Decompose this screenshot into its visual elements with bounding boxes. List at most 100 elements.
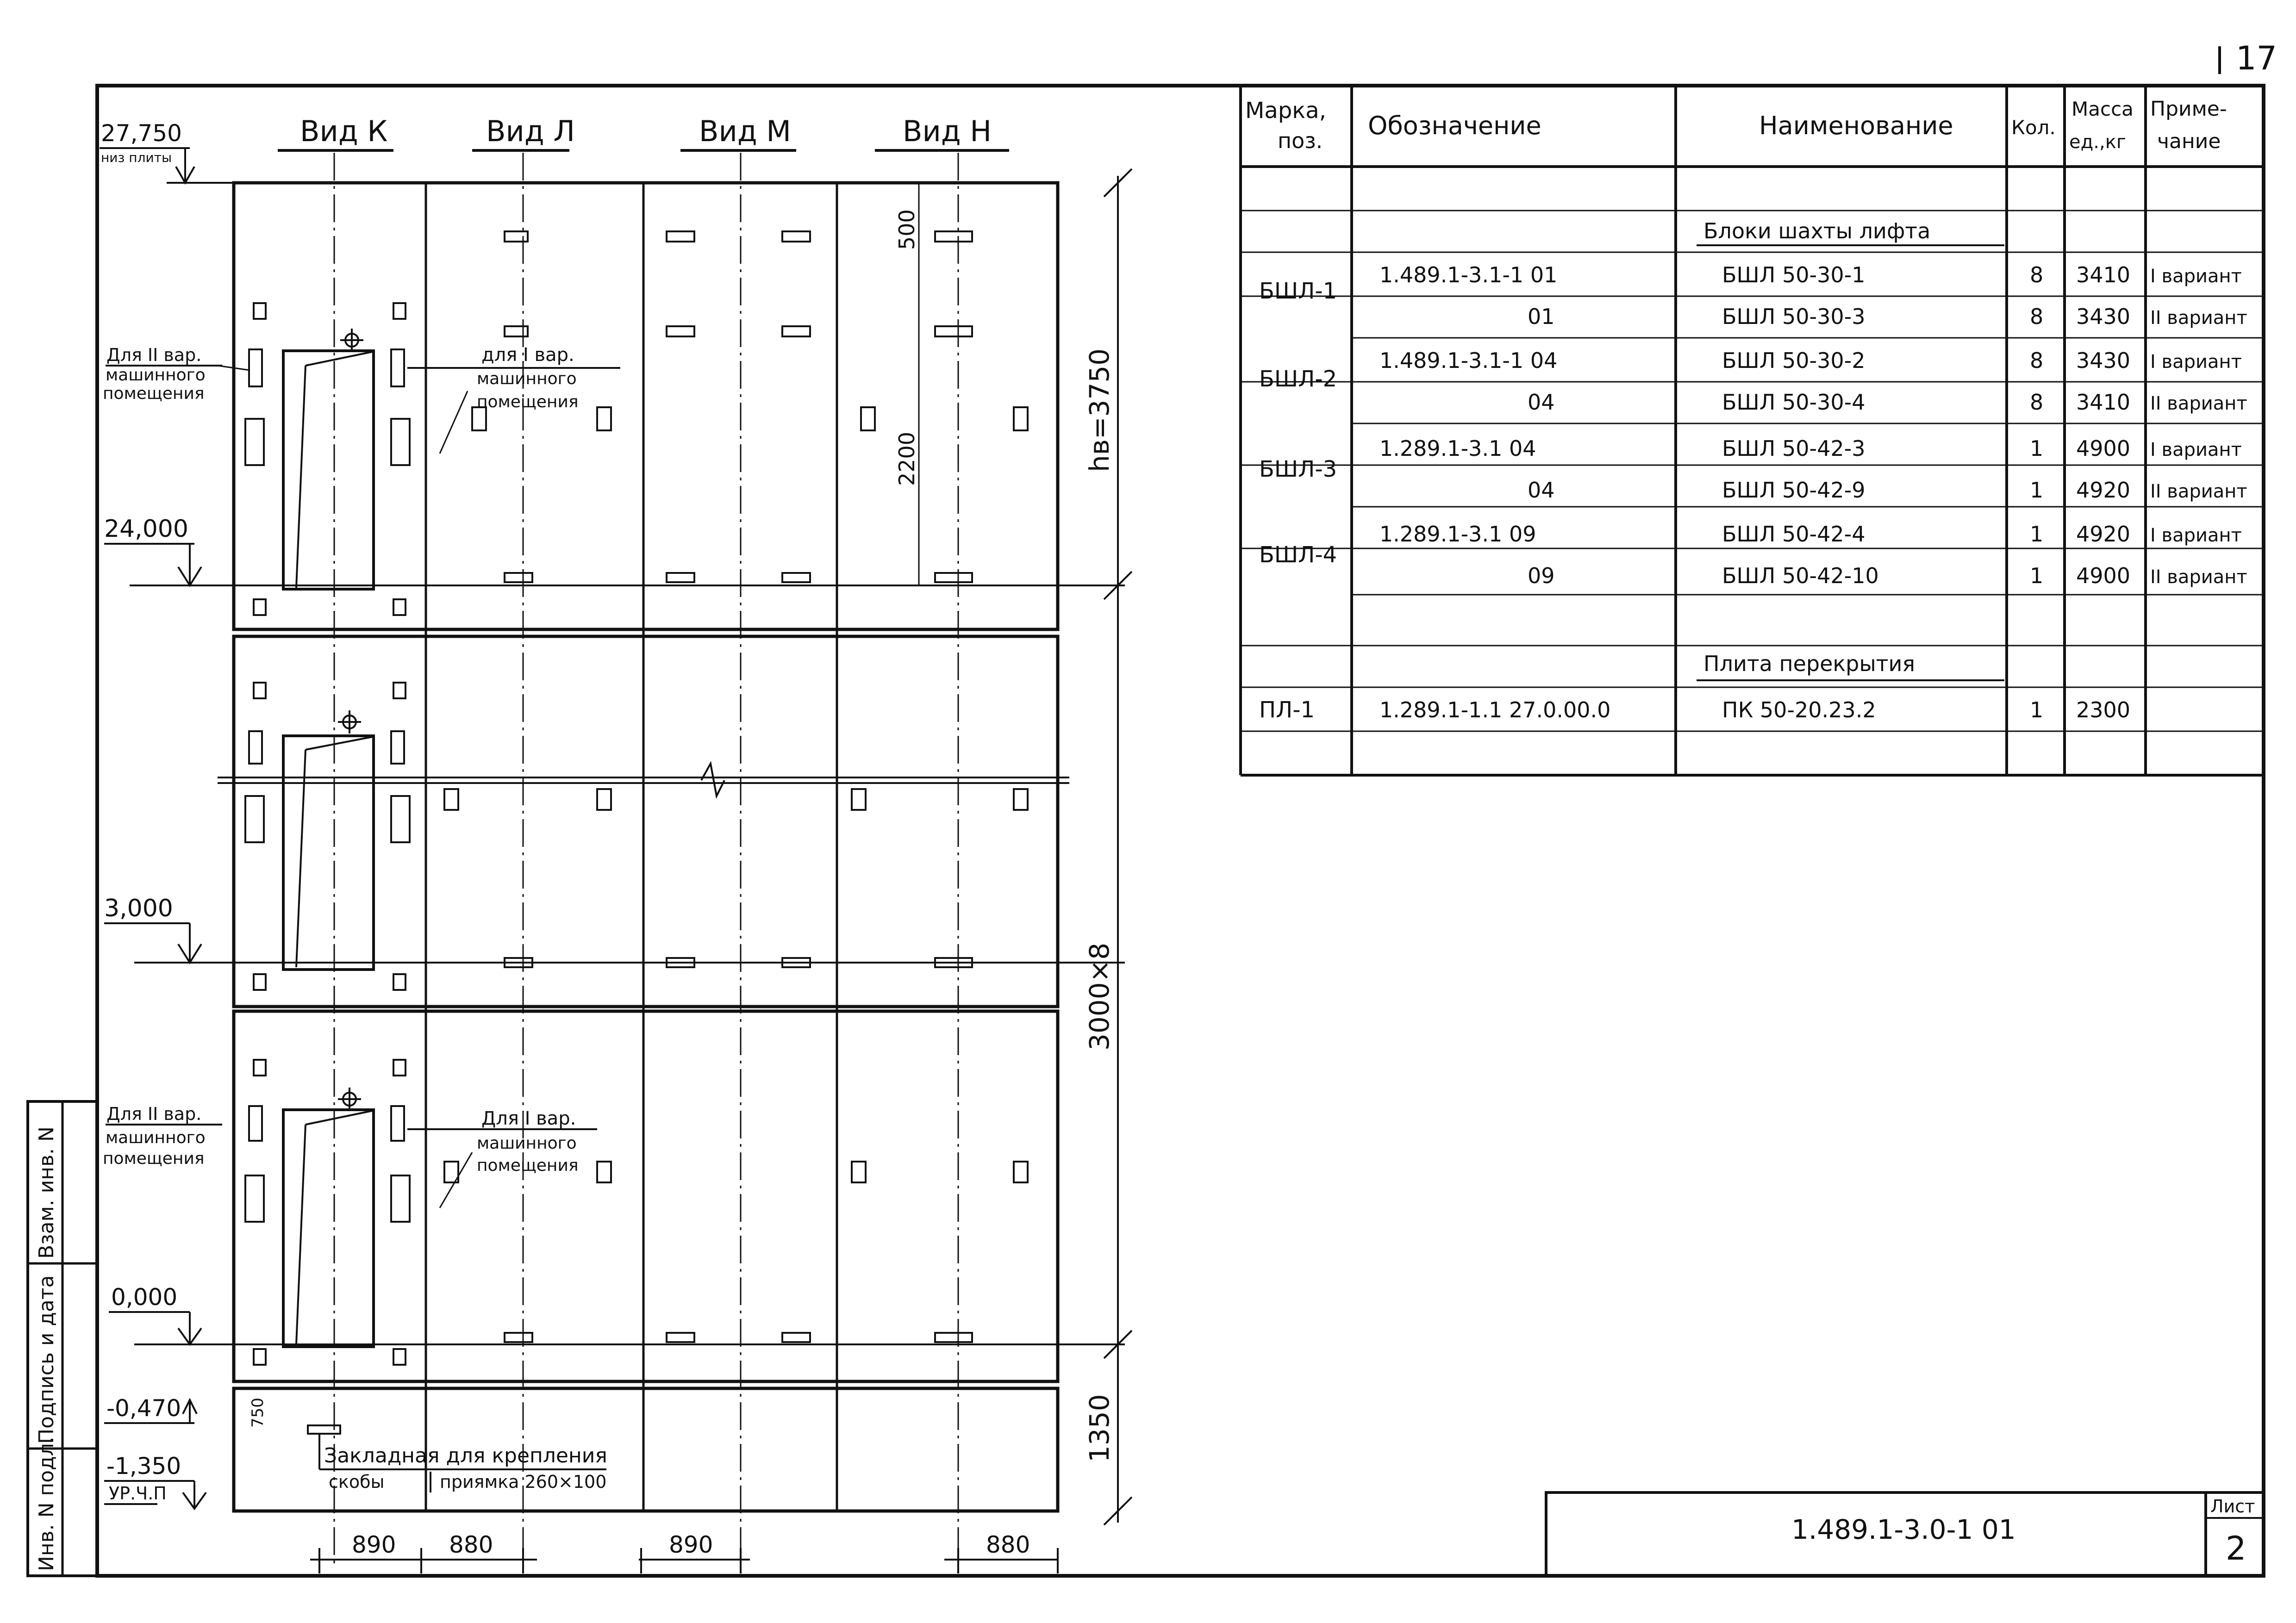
dim-floor-height: hв=3750 — [1084, 348, 1115, 472]
sheet-label: Лист — [2210, 1496, 2255, 1517]
svg-text:I вариант: I вариант — [2150, 266, 2242, 287]
dim-pit-height: 1350 — [1084, 1394, 1115, 1462]
svg-text:БШЛ 50-30-1: БШЛ 50-30-1 — [1722, 262, 1866, 287]
svg-text:БШЛ-3: БШЛ-3 — [1259, 456, 1337, 482]
svg-text:II вариант: II вариант — [2150, 481, 2247, 502]
svg-text:3410: 3410 — [2076, 262, 2130, 287]
svg-text:1: 1 — [2030, 697, 2043, 722]
svg-text:1: 1 — [2030, 478, 2043, 503]
svg-text:машинного: машинного — [477, 1134, 577, 1153]
table-row: БШЛ-1 1.489.1-3.1-1 01 БШЛ 50-30-1 8 341… — [1259, 262, 2242, 304]
header-qty: Кол. — [2011, 116, 2056, 139]
corner-number: 17 — [2236, 39, 2277, 77]
table-row: 09 БШЛ 50-42-10 1 4900 II вариант — [1528, 563, 2247, 588]
svg-text:II вариант: II вариант — [2150, 566, 2247, 588]
svg-text:низ плиты: низ плиты — [101, 150, 172, 165]
svg-text:3,000: 3,000 — [104, 895, 173, 922]
elevation-mark: 24,000 — [104, 515, 1125, 587]
dim-inner-height: 2200 — [894, 432, 919, 486]
table-row: БШЛ-2 1.489.1-3.1-1 04 БШЛ 50-30-2 8 343… — [1259, 348, 2242, 392]
svg-text:машинного: машинного — [477, 369, 577, 388]
annotation-var2-bottom: Для II вар. машинного помещения — [103, 1104, 222, 1168]
svg-text:машинного: машинного — [106, 1128, 206, 1147]
svg-text:помещения: помещения — [103, 384, 205, 403]
title-block: 1.489.1-3.0-1 01 Лист 2 — [1545, 1491, 2265, 1577]
table-row-slab: ПЛ-1 1.289.1-1.1 27.0.00.0 ПК 50-20.23.2… — [1259, 697, 2130, 723]
view-label-l: Вид Л — [486, 114, 575, 148]
header-note: Приме- — [2150, 97, 2227, 121]
svg-text:3430: 3430 — [2076, 348, 2130, 373]
header-mark-2: поз. — [1278, 128, 1323, 153]
vertical-dimension-chain: hв=3750 3000×8 1350 — [1084, 168, 1133, 1526]
svg-text:-1,350: -1,350 — [106, 1453, 181, 1480]
svg-text:БШЛ 50-42-3: БШЛ 50-42-3 — [1722, 436, 1866, 461]
annotation-var1-bottom: Для I вар. машинного помещения — [407, 1108, 597, 1208]
dim-repeat-height: 3000×8 — [1084, 943, 1115, 1051]
svg-text:8: 8 — [2030, 390, 2043, 415]
table-row: БШЛ-4 1.289.1-3.1 09 БШЛ 50-42-4 1 4920 … — [1259, 522, 2242, 568]
svg-text:БШЛ 50-30-3: БШЛ 50-30-3 — [1722, 304, 1866, 329]
svg-text:1: 1 — [2030, 436, 2043, 461]
svg-text:УР.Ч.П: УР.Ч.П — [109, 1483, 167, 1504]
section-slab-title: Плита перекрытия — [1703, 651, 1915, 676]
drawing-code: 1.489.1-3.0-1 01 — [1791, 1514, 2016, 1545]
svg-text:0,000: 0,000 — [111, 1284, 177, 1311]
svg-text:помещения: помещения — [103, 1149, 205, 1168]
svg-text:БШЛ-2: БШЛ-2 — [1259, 366, 1337, 392]
svg-text:1.289.1-3.1 04: 1.289.1-3.1 04 — [1379, 436, 1536, 461]
sheet-frame — [95, 84, 2265, 1578]
svg-text:880: 880 — [986, 1531, 1030, 1558]
svg-text:скобы: скобы — [329, 1472, 385, 1492]
svg-text:ПК 50-20.23.2: ПК 50-20.23.2 — [1722, 697, 1876, 722]
side-stamp: Инв. N подл. Подпись и дата Взам. инв. N — [26, 1100, 99, 1577]
svg-text:1.489.1-3.1-1 04: 1.489.1-3.1-1 04 — [1379, 348, 1557, 373]
stamp-sign-date: Подпись и дата — [35, 1275, 58, 1444]
svg-text:8: 8 — [2030, 304, 2043, 329]
svg-text:8: 8 — [2030, 262, 2043, 287]
svg-text:I вариант: I вариант — [2150, 439, 2242, 460]
elevation-mark: 0,000 — [109, 1284, 1125, 1346]
sheet-number: 2 — [2226, 1530, 2246, 1567]
door-opening — [282, 1108, 375, 1348]
svg-text:Для I вар.: Для I вар. — [481, 1108, 576, 1129]
svg-text:4920: 4920 — [2076, 478, 2130, 503]
svg-text:1: 1 — [2030, 522, 2043, 547]
annotation-var1-top: для I вар. машинного помещения — [407, 344, 620, 454]
svg-text:II вариант: II вариант — [2150, 393, 2247, 414]
table-row: 04 БШЛ 50-30-4 8 3410 II вариант — [1528, 390, 2247, 415]
elevation-mark: -0,470 — [104, 1395, 198, 1424]
svg-text:04: 04 — [1528, 390, 1555, 415]
elevation-mark: 3,000 — [104, 895, 1125, 964]
svg-text:01: 01 — [1528, 304, 1555, 329]
elevation-mark: -1,350 УР.Ч.П — [104, 1453, 207, 1511]
svg-text:БШЛ 50-42-9: БШЛ 50-42-9 — [1722, 478, 1866, 503]
dim-top-spacing: 500 — [894, 209, 919, 250]
elevation-mark: 27,750 низ плиты — [100, 120, 234, 185]
svg-text:3410: 3410 — [2076, 390, 2130, 415]
table-row: 04 БШЛ 50-42-9 1 4920 II вариант — [1528, 478, 2247, 503]
svg-text:ПЛ-1: ПЛ-1 — [1259, 697, 1315, 723]
header-mass: Масса — [2071, 98, 2134, 120]
embedded-plates — [244, 230, 1029, 1435]
svg-text:помещения: помещения — [477, 1156, 579, 1175]
svg-text:24,000: 24,000 — [104, 515, 188, 543]
svg-text:04: 04 — [1528, 478, 1555, 503]
svg-text:I вариант: I вариант — [2150, 525, 2242, 546]
svg-text:09: 09 — [1528, 563, 1555, 588]
svg-text:БШЛ 50-30-4: БШЛ 50-30-4 — [1722, 390, 1866, 415]
svg-text:II вариант: II вариант — [2150, 307, 2247, 329]
svg-text:8: 8 — [2030, 348, 2043, 373]
svg-text:890: 890 — [669, 1531, 713, 1558]
specification-table: Марка, поз. Обозначение Наименование Кол… — [1239, 86, 2264, 777]
svg-text:Для II вар.: Для II вар. — [106, 1104, 201, 1124]
svg-text:4900: 4900 — [2076, 563, 2130, 588]
svg-text:БШЛ-1: БШЛ-1 — [1259, 278, 1337, 304]
bottom-dimensions: 890 880 890 880 — [310, 1531, 1059, 1573]
section-blocks-title: Блоки шахты лифта — [1703, 218, 1930, 243]
stamp-inv-podl: Инв. N подл. — [35, 1436, 58, 1571]
svg-text:приямка 260×100: приямка 260×100 — [440, 1472, 606, 1492]
svg-text:БШЛ-4: БШЛ-4 — [1259, 542, 1337, 568]
svg-text:машинного: машинного — [106, 366, 206, 385]
svg-text:1.289.1-3.1 09: 1.289.1-3.1 09 — [1379, 522, 1536, 547]
